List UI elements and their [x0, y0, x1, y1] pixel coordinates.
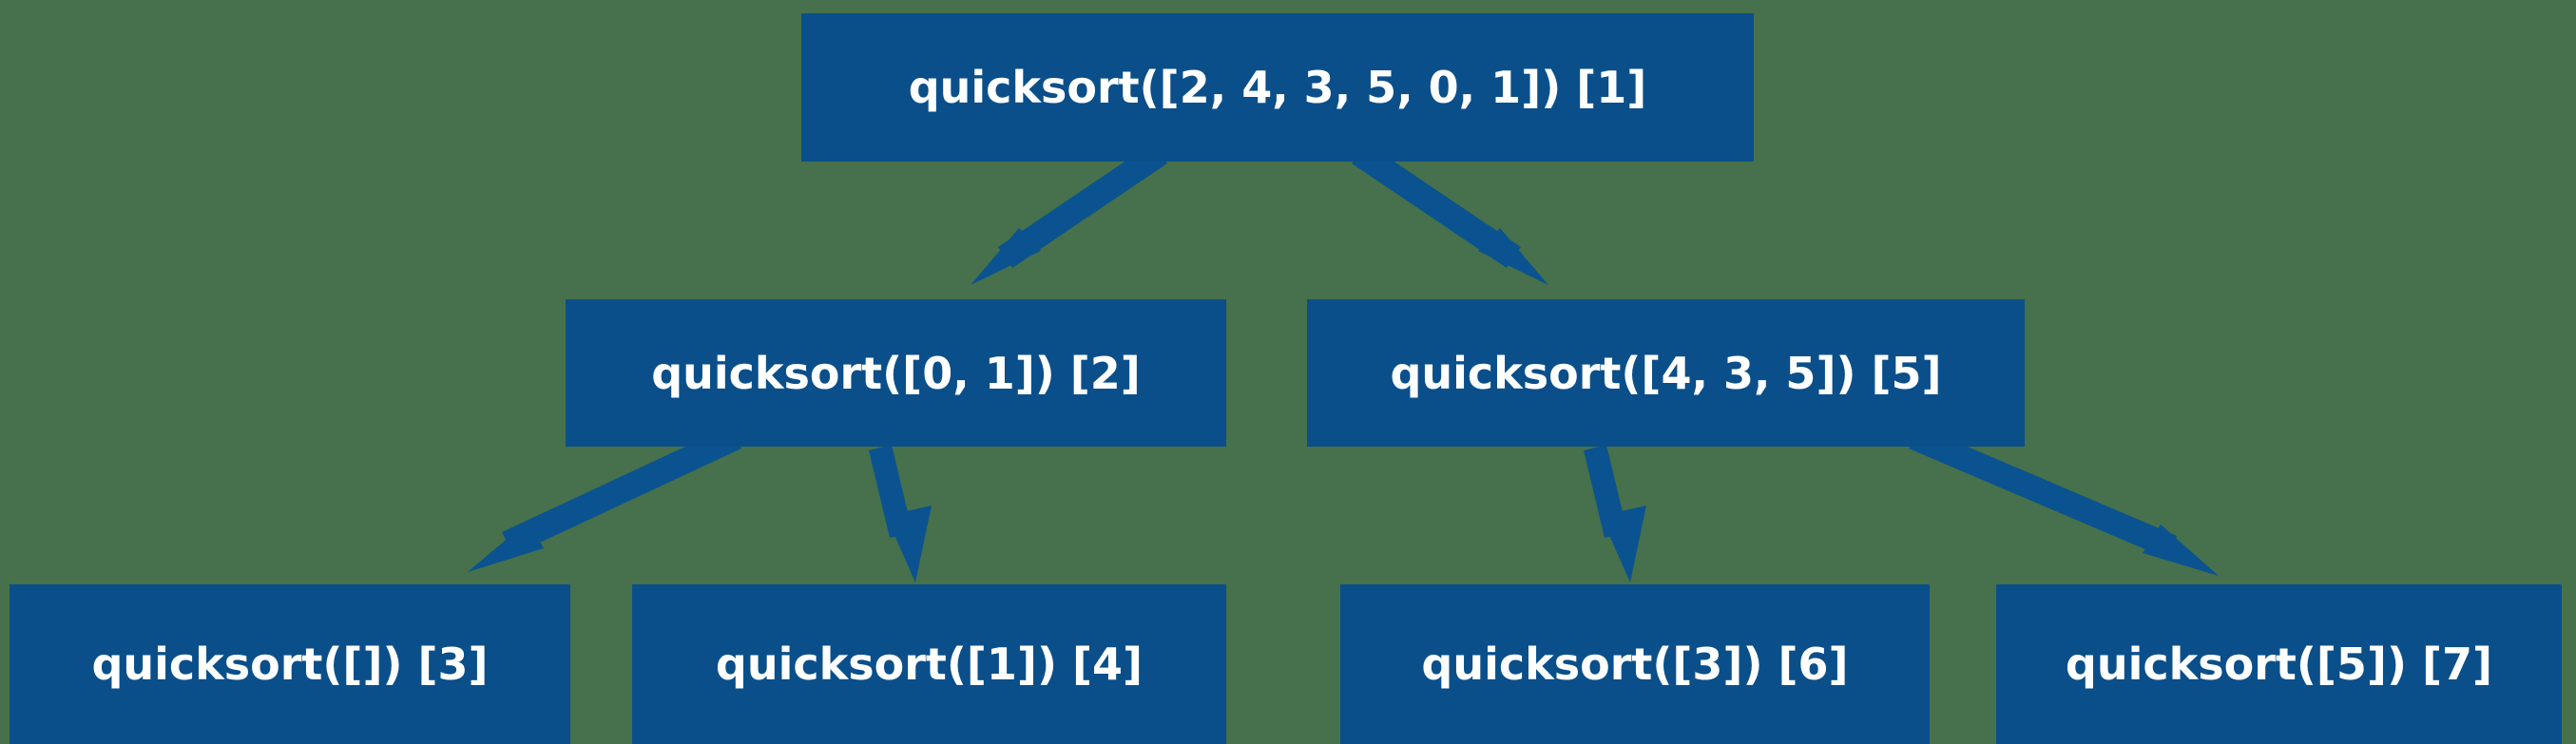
- edge-2-to-3: [468, 426, 741, 572]
- tree-node-5-label: quicksort([4, 3, 5]) [5]: [1390, 347, 1942, 399]
- tree-node-2[interactable]: quicksort([0, 1]) [2]: [566, 299, 1226, 447]
- edge-1-to-5: [1352, 143, 1548, 285]
- edge-1-to-2: [971, 143, 1167, 285]
- tree-node-1-label: quicksort([2, 4, 3, 5, 0, 1]) [1]: [908, 62, 1647, 113]
- tree-node-1[interactable]: quicksort([2, 4, 3, 5, 0, 1]) [1]: [801, 13, 1754, 162]
- tree-node-2-label: quicksort([0, 1]) [2]: [651, 347, 1141, 399]
- tree-node-3[interactable]: quicksort([]) [3]: [10, 584, 570, 744]
- tree-node-4-label: quicksort([1]) [4]: [715, 639, 1144, 690]
- edge-5-to-7: [1909, 426, 2219, 576]
- tree-node-7-label: quicksort([5]) [7]: [2065, 639, 2493, 690]
- edge-5-to-6: [1584, 445, 1646, 582]
- tree-node-3-label: quicksort([]) [3]: [91, 639, 489, 690]
- tree-node-6-label: quicksort([3]) [6]: [1421, 639, 1849, 690]
- edge-2-to-4: [869, 445, 932, 582]
- tree-node-7[interactable]: quicksort([5]) [7]: [1996, 584, 2562, 744]
- tree-node-4[interactable]: quicksort([1]) [4]: [632, 584, 1226, 744]
- tree-node-6[interactable]: quicksort([3]) [6]: [1340, 584, 1930, 744]
- tree-node-5[interactable]: quicksort([4, 3, 5]) [5]: [1307, 299, 2025, 447]
